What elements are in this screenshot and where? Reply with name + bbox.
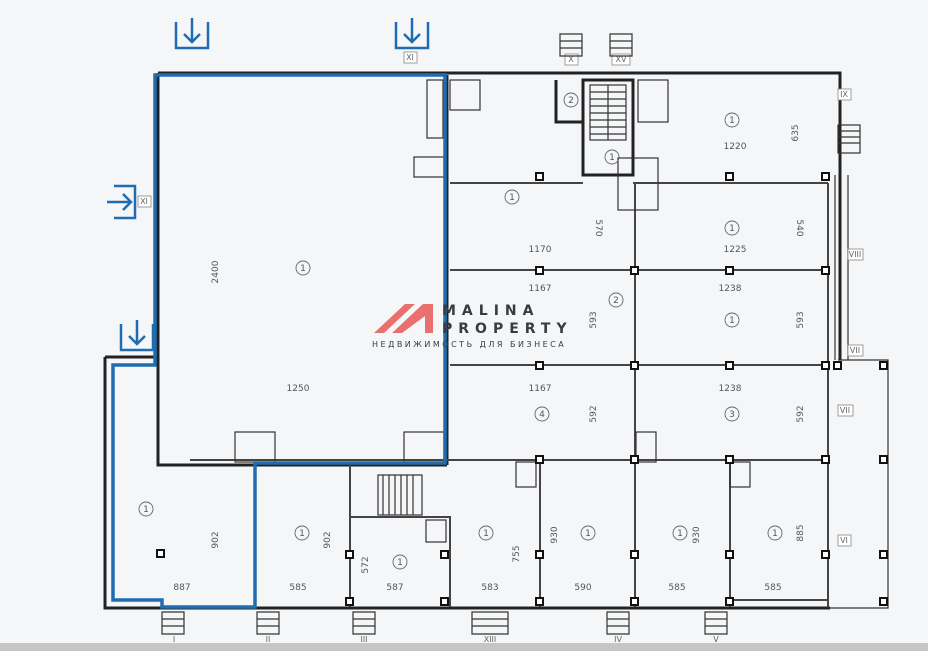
room-width: 1238 xyxy=(719,384,742,394)
malina-property-logo: MALINA PROPERTY НЕДВИЖИМОСТЬ ДЛЯ БИЗНЕСА xyxy=(372,303,573,349)
axis-label: XIII xyxy=(484,635,497,644)
room-width: 585 xyxy=(764,583,781,593)
room-depth: 755 xyxy=(512,545,522,562)
room-depth: 902 xyxy=(211,531,221,548)
room-number: 2 xyxy=(568,96,574,106)
room-depth: 592 xyxy=(796,405,806,422)
selected-premises-outline[interactable] xyxy=(111,73,447,609)
room-depth: 593 xyxy=(589,311,599,328)
axis-label: VII xyxy=(850,346,860,355)
room-width: 1238 xyxy=(719,284,742,294)
logo-line2: PROPERTY xyxy=(442,321,573,337)
room-number: 4 xyxy=(539,410,545,420)
axis-label: X xyxy=(568,55,574,64)
room-depth: 570 xyxy=(593,219,603,236)
room-depth: 902 xyxy=(323,531,333,548)
room-number: 1 xyxy=(299,529,305,539)
entrance-arrow-top-right xyxy=(394,18,430,50)
logo-tagline: НЕДВИЖИМОСТЬ ДЛЯ БИЗНЕСА xyxy=(372,340,566,349)
room-width: 1167 xyxy=(529,284,552,294)
room-depth: 572 xyxy=(361,556,371,573)
axis-label: V xyxy=(713,635,719,644)
room-number: 2 xyxy=(613,296,619,306)
room-width: 587 xyxy=(386,583,403,593)
axis-markers: XI X XV XI IX VIII VII VII VI I II III X… xyxy=(137,51,864,644)
columns xyxy=(156,172,888,606)
room-number: 1 xyxy=(729,316,735,326)
axis-label: II xyxy=(266,635,271,644)
room-width: 1250 xyxy=(287,384,310,394)
axis-label: I xyxy=(173,635,175,644)
room-depth: 540 xyxy=(794,219,804,236)
room-number: 1 xyxy=(483,529,489,539)
room-number: 1 xyxy=(509,193,515,203)
room-number: 1 xyxy=(609,153,615,163)
room-depth: 635 xyxy=(791,124,801,141)
room-number: 1 xyxy=(772,529,778,539)
room-number: 1 xyxy=(397,558,403,568)
room-width: 1167 xyxy=(529,384,552,394)
room-width: 583 xyxy=(481,583,498,593)
room-labels: 1 2400 1250 1 570 1170 1 635 1220 1 540 … xyxy=(138,92,806,593)
room-number: 1 xyxy=(677,529,683,539)
room-width: 585 xyxy=(289,583,306,593)
room-width: 585 xyxy=(668,583,685,593)
room-width: 887 xyxy=(173,583,190,593)
room-width: 1220 xyxy=(724,142,747,152)
porch-stairs xyxy=(161,33,728,635)
building-walls xyxy=(103,71,889,610)
room-width: 1170 xyxy=(529,245,552,255)
axis-label: VI xyxy=(840,536,848,545)
room-width: 1225 xyxy=(724,245,747,255)
axis-label: IV xyxy=(614,635,622,644)
room-number: 3 xyxy=(729,410,735,420)
room-depth: 930 xyxy=(692,526,702,543)
logo-line1: MALINA xyxy=(442,303,539,319)
room-depth: 885 xyxy=(796,524,806,541)
room-number: 1 xyxy=(729,116,735,126)
room-number: 1 xyxy=(729,224,735,234)
room-depth: 2400 xyxy=(211,260,221,283)
entrance-arrow-top-left xyxy=(174,18,210,50)
room-width: 590 xyxy=(574,583,591,593)
entrance-arrow-left xyxy=(107,184,137,220)
axis-label: IX xyxy=(840,90,848,99)
entrance-arrow-lower-left xyxy=(119,320,155,352)
room-depth: 592 xyxy=(589,405,599,422)
room-depth: 930 xyxy=(550,526,560,543)
axis-label: XI xyxy=(140,197,148,206)
axis-label: VIII xyxy=(849,250,862,259)
bottom-scroll-bar xyxy=(0,643,928,651)
room-number: 1 xyxy=(143,505,149,515)
room-number: 1 xyxy=(300,264,306,274)
axis-label: III xyxy=(360,635,367,644)
axis-label: VII xyxy=(840,406,850,415)
axis-label: XI xyxy=(406,53,414,62)
axis-label: XV xyxy=(616,55,627,64)
room-number: 1 xyxy=(585,529,591,539)
room-depth: 593 xyxy=(796,311,806,328)
